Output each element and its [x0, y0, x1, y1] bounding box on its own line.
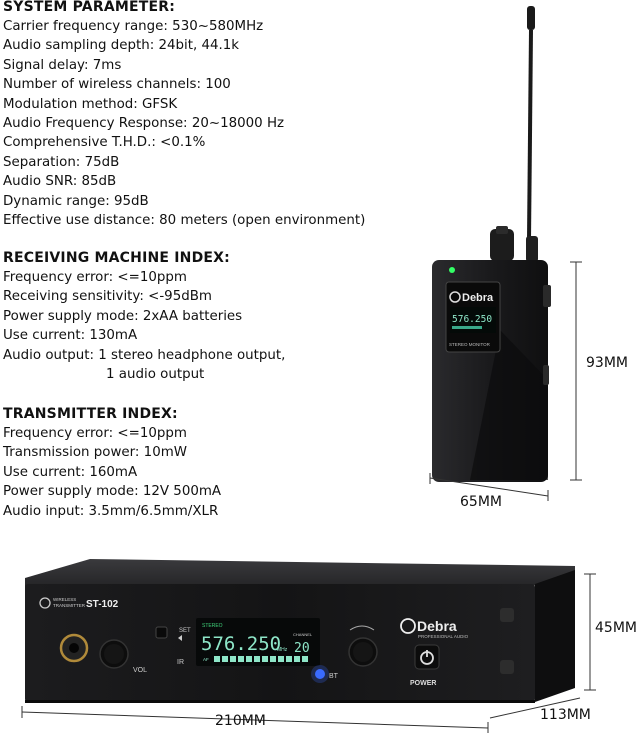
- spec-line: Signal delay: 7ms: [3, 57, 122, 73]
- receiver-volume-knob: [490, 226, 538, 262]
- transmitter-brand: Debra PROFESSIONAL AUDIO: [400, 618, 469, 639]
- brand-name: Debra: [417, 618, 457, 634]
- af-label: AF: [203, 657, 209, 662]
- receiving-heading: RECEIVING MACHINE INDEX:: [3, 250, 230, 266]
- spec-line: Frequency error: <=10ppm: [3, 270, 187, 285]
- receiver-brand: Debra: [462, 292, 494, 304]
- brand-sub: PROFESSIONAL AUDIO: [418, 634, 469, 639]
- badge-line1: WIRELESS: [53, 597, 76, 602]
- spec-line: Power supply mode: 2xAA batteries: [3, 308, 243, 324]
- spec-line: Receiving sensitivity: <-95dBm: [3, 289, 212, 305]
- receiver-model-label: STEREO MONITOR: [449, 342, 491, 347]
- spec-line: Use current: 130mA: [3, 328, 138, 344]
- spec-line: Comprehensive T.H.D.: <0.1%: [3, 135, 206, 151]
- set-arrow-icon: [178, 635, 182, 641]
- spec-line: Audio sampling depth: 24bit, 44.1k: [3, 38, 240, 54]
- channel-knob: [348, 625, 378, 667]
- power-button: [414, 644, 440, 670]
- transmitter-frequency-readout: 576.250: [201, 633, 281, 655]
- receiving-index-section: RECEIVING MACHINE INDEX: Frequency error…: [3, 249, 285, 384]
- ir-label: IR: [177, 659, 184, 666]
- transmitter-model: ST-102: [86, 599, 119, 610]
- badge-line2: TRANSMITTER: [53, 603, 86, 608]
- spec-line: Frequency error: <=10ppm: [3, 426, 187, 441]
- receiver-height-label: 93MM: [586, 355, 628, 371]
- spec-line: Audio SNR: 85dB: [3, 174, 117, 190]
- volume-knob: [99, 639, 129, 669]
- receiver-display: Debra 576.250 STEREO MONITOR: [445, 281, 501, 353]
- spec-line: Modulation method: GFSK: [3, 96, 178, 112]
- bluetooth-led: [315, 669, 325, 679]
- headphone-jack: [59, 633, 89, 663]
- spec-line: Separation: 75dB: [3, 154, 120, 170]
- receiver-width-label: 65MM: [460, 494, 502, 510]
- debra-logo-icon: [400, 618, 416, 634]
- bt-label: BT: [329, 673, 339, 680]
- transmitter-dimension-lines: [21, 573, 596, 733]
- af-level-meter: [214, 656, 308, 662]
- spec-line: Power supply mode: 12V 500mA: [3, 484, 222, 500]
- spec-line-continuation: 1 audio output: [106, 367, 205, 383]
- system-parameter-section: SYSTEM PARAMETER: Carrier frequency rang…: [3, 0, 365, 230]
- transmitter-badge: WIRELESS TRANSMITTER ST-102: [39, 597, 119, 610]
- channel-readout: 20: [294, 641, 310, 656]
- set-button-shape: [155, 626, 168, 639]
- receiver-antenna: [527, 6, 535, 241]
- receiver-frequency-readout: 576.250: [452, 314, 492, 325]
- spec-line: Audio Frequency Response: 20~18000 Hz: [3, 116, 285, 132]
- set-label: SET: [179, 628, 191, 634]
- wireless-icon: [39, 597, 51, 609]
- spec-line: Audio output: 1 stereo headphone output,: [3, 347, 286, 363]
- spec-line: Transmission power: 10mW: [3, 445, 188, 461]
- debra-logo-icon: [449, 291, 461, 303]
- system-heading: SYSTEM PARAMETER:: [3, 0, 176, 15]
- transmitter-width-label: 210MM: [215, 713, 266, 729]
- spec-line: Audio input: 3.5mm/6.5mm/XLR: [3, 503, 219, 519]
- stereo-label: STEREO: [202, 623, 223, 629]
- receiver-power-led: [449, 267, 455, 273]
- transmitter-heading: TRANSMITTER INDEX:: [3, 406, 178, 422]
- spec-line: Number of wireless channels: 100: [3, 77, 231, 93]
- spec-line: Carrier frequency range: 530~580MHz: [3, 19, 264, 34]
- transmitter-height-label: 45MM: [595, 620, 637, 636]
- power-label: POWER: [410, 680, 436, 687]
- spec-line: Use current: 160mA: [3, 464, 138, 480]
- transmitter-display: STEREO 576.250 MHz CHANNEL 20 AF: [196, 618, 320, 666]
- receiver-dimension-lines: [429, 261, 582, 501]
- spec-line: Effective use distance: 80 meters (open …: [3, 213, 366, 229]
- vol-label: VOL: [133, 667, 147, 674]
- channel-label: CHANNEL: [293, 632, 313, 637]
- transmitter-depth-label: 113MM: [540, 707, 591, 723]
- mhz-label: MHz: [277, 647, 288, 653]
- transmitter-index-section: TRANSMITTER INDEX: Frequency error: <=10…: [3, 405, 221, 521]
- spec-line: Dynamic range: 95dB: [3, 193, 149, 209]
